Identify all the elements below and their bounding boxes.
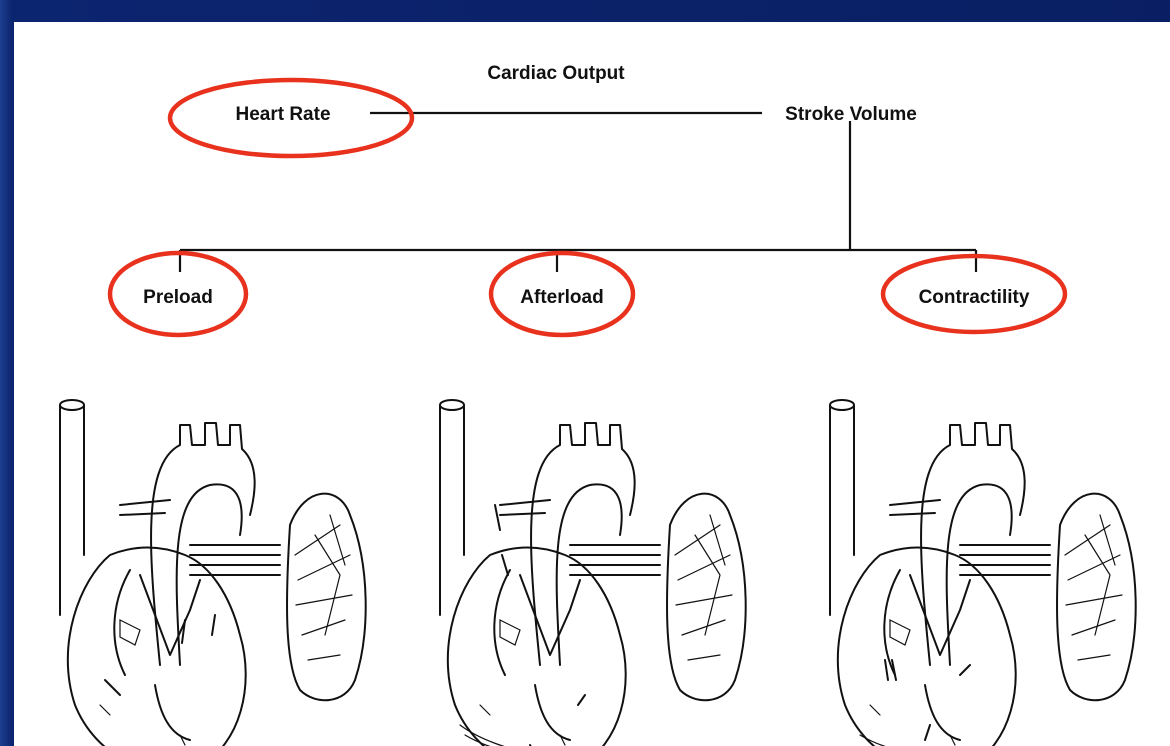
heart-illustration-contractility <box>830 400 1136 746</box>
stroke-volume-label: Stroke Volume <box>785 104 917 125</box>
heart-illustration-afterload <box>440 400 746 746</box>
cardiac-output-label: Cardiac Output <box>487 63 625 84</box>
heart-rate-label: Heart Rate <box>235 104 330 125</box>
heart-illustration-preload <box>60 400 366 746</box>
contractility-label: Contractility <box>919 287 1030 308</box>
afterload-label: Afterload <box>520 287 603 308</box>
preload-label: Preload <box>143 287 213 308</box>
